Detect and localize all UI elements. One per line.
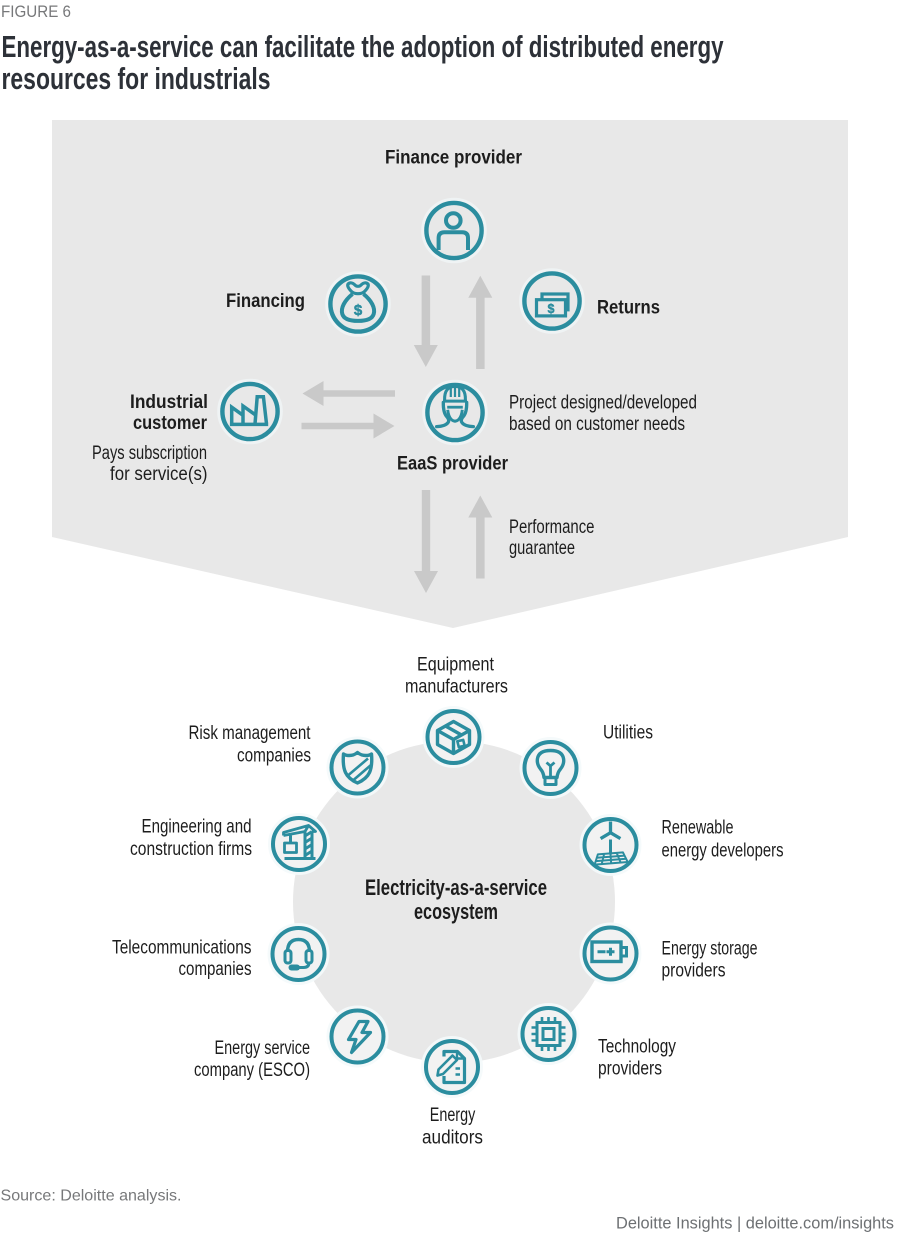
svg-text:Electricity-as-a-service: Electricity-as-a-service — [365, 875, 547, 900]
svg-text:Energy service: Energy service — [215, 1038, 311, 1059]
svg-text:construction firms: construction firms — [130, 839, 252, 860]
svg-text:resources for industrials: resources for industrials — [2, 62, 271, 96]
svg-text:Energy-as-a-service can facili: Energy-as-a-service can facilitate the a… — [2, 30, 724, 64]
svg-text:Performance: Performance — [509, 517, 595, 538]
svg-text:auditors: auditors — [422, 1128, 483, 1149]
svg-text:Renewable: Renewable — [662, 818, 734, 839]
svg-text:company (ESCO): company (ESCO) — [194, 1060, 310, 1081]
svg-text:FIGURE 6: FIGURE 6 — [1, 3, 71, 21]
svg-text:$: $ — [354, 302, 363, 319]
svg-text:customer: customer — [133, 413, 208, 434]
svg-text:guarantee: guarantee — [509, 538, 575, 559]
svg-text:Deloitte Insights | deloitte.c: Deloitte Insights | deloitte.com/insight… — [616, 1213, 894, 1232]
svg-text:Equipment: Equipment — [417, 654, 495, 675]
svg-text:based on customer needs: based on customer needs — [509, 414, 685, 435]
svg-text:providers: providers — [598, 1059, 662, 1080]
svg-text:Risk management: Risk management — [189, 723, 312, 744]
svg-text:Energy: Energy — [430, 1105, 476, 1126]
svg-text:companies: companies — [179, 959, 252, 980]
svg-text:Utilities: Utilities — [603, 723, 653, 744]
svg-text:EaaS provider: EaaS provider — [397, 453, 509, 474]
svg-text:Energy storage: Energy storage — [662, 938, 758, 959]
svg-text:Financing: Financing — [226, 291, 305, 312]
svg-text:manufacturers: manufacturers — [405, 676, 508, 697]
svg-text:Industrial: Industrial — [130, 392, 208, 413]
svg-text:providers: providers — [662, 960, 726, 981]
svg-text:Returns: Returns — [597, 298, 660, 319]
svg-text:companies: companies — [237, 745, 311, 766]
svg-text:ecosystem: ecosystem — [414, 899, 498, 924]
svg-text:$: $ — [548, 302, 555, 316]
svg-text:Pays subscription: Pays subscription — [92, 443, 207, 464]
svg-text:Technology: Technology — [598, 1037, 676, 1058]
svg-text:Project designed/developed: Project designed/developed — [509, 393, 697, 414]
svg-text:Finance provider: Finance provider — [385, 147, 523, 168]
svg-text:Engineering and: Engineering and — [142, 817, 252, 838]
svg-text:for service(s): for service(s) — [110, 464, 208, 485]
svg-text:energy developers: energy developers — [662, 841, 784, 862]
svg-text:Telecommunications: Telecommunications — [112, 938, 252, 959]
svg-text:Source: Deloitte analysis.: Source: Deloitte analysis. — [1, 1188, 182, 1205]
